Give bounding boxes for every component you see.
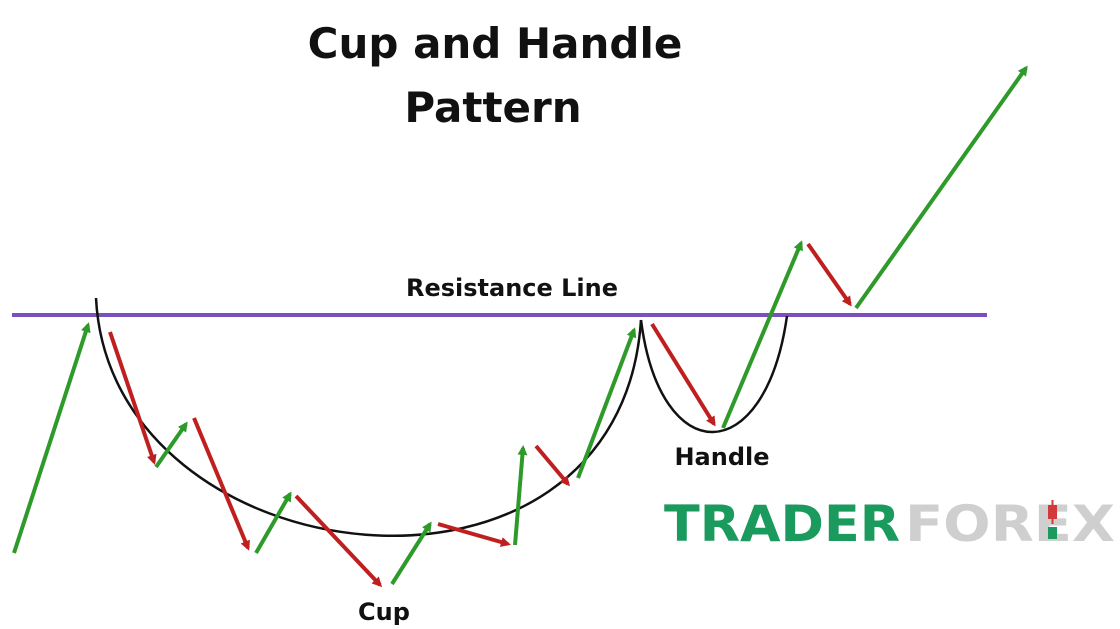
handle-curve bbox=[639, 315, 789, 434]
down-arrow bbox=[108, 331, 157, 465]
candlestick-icon bbox=[1048, 500, 1057, 539]
up-arrow bbox=[576, 327, 637, 479]
down-arrow bbox=[192, 417, 250, 551]
down-arrow bbox=[534, 444, 570, 487]
title-line-2: Pattern bbox=[404, 83, 581, 132]
up-arrow bbox=[254, 491, 292, 554]
down-arrow bbox=[294, 494, 383, 588]
cup-label: Cup bbox=[358, 598, 410, 626]
up-arrow bbox=[854, 65, 1028, 310]
title-line-1: Cup and Handle bbox=[308, 19, 683, 68]
up-arrow bbox=[390, 521, 432, 586]
up-arrow bbox=[513, 445, 528, 546]
down-arrow bbox=[806, 242, 852, 307]
up-arrow bbox=[12, 322, 91, 554]
handle-label: Handle bbox=[674, 443, 769, 471]
cup-curve bbox=[94, 297, 643, 538]
down-arrows bbox=[108, 242, 852, 588]
traderforex-watermark: TRADER FOREX bbox=[664, 495, 1115, 553]
watermark-trader: TRADER bbox=[664, 495, 900, 553]
down-arrow bbox=[650, 322, 716, 427]
up-arrow bbox=[154, 421, 188, 469]
down-arrow bbox=[437, 522, 511, 547]
up-arrows bbox=[12, 65, 1028, 586]
watermark-forex: FOREX bbox=[905, 495, 1115, 553]
up-arrow bbox=[721, 240, 803, 429]
resistance-line-label: Resistance Line bbox=[406, 274, 618, 302]
